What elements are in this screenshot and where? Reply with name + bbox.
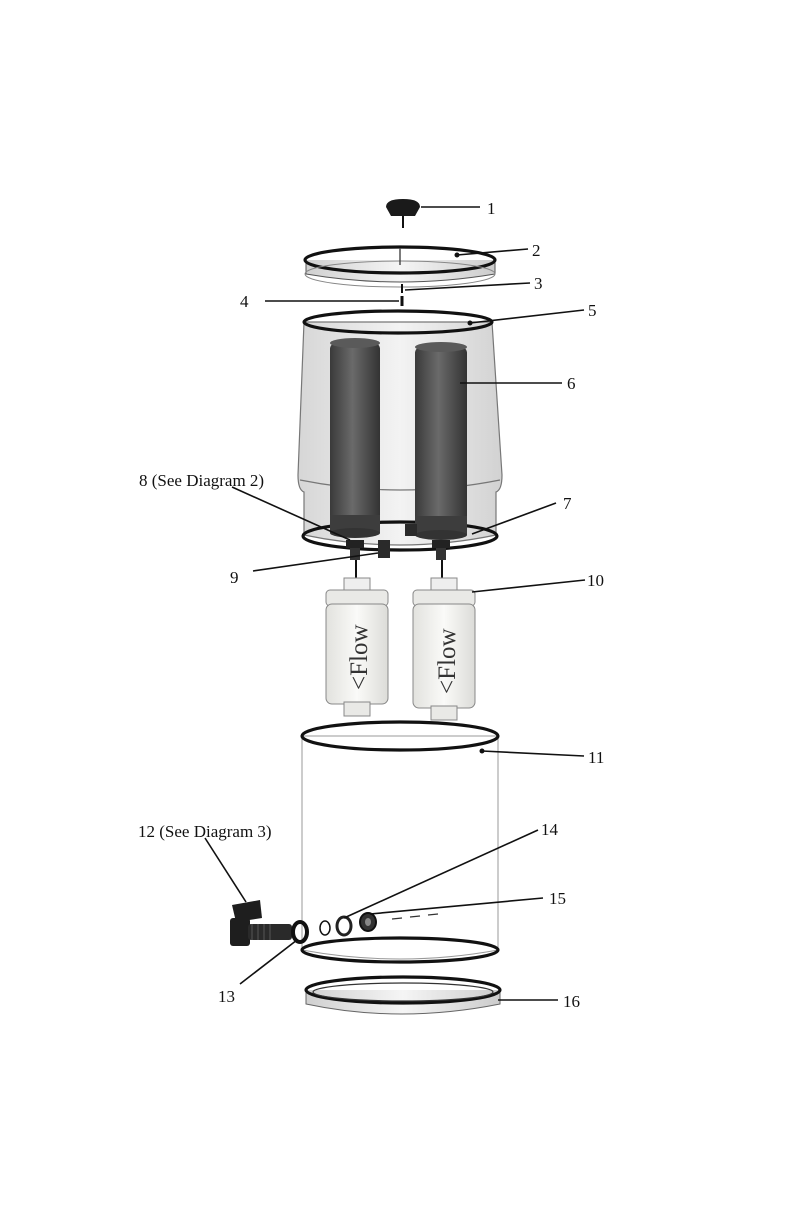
callout-1: 1 bbox=[487, 199, 496, 218]
part-lower-chamber bbox=[302, 722, 498, 962]
callout-13: 13 bbox=[218, 987, 235, 1006]
part-upper-chamber bbox=[298, 311, 502, 550]
part-cartridge-left: <Flow bbox=[326, 578, 388, 716]
part-knob bbox=[386, 199, 420, 228]
callout-10: 10 bbox=[587, 571, 604, 590]
flow-label-right: <Flow bbox=[434, 628, 461, 694]
callout-15: 15 bbox=[549, 889, 566, 908]
callout-8: 8 (See Diagram 2) bbox=[139, 471, 264, 490]
part-lid bbox=[305, 247, 495, 287]
callout-9: 9 bbox=[230, 568, 239, 587]
callout-11: 11 bbox=[588, 748, 604, 767]
callout-12: 12 (See Diagram 3) bbox=[138, 822, 272, 841]
callout-2: 2 bbox=[532, 241, 541, 260]
part-cartridge-right: <Flow bbox=[413, 578, 475, 720]
part-base-ring bbox=[306, 977, 500, 1014]
callout-4: 4 bbox=[240, 292, 249, 311]
callout-7: 7 bbox=[563, 494, 572, 513]
callout-14: 14 bbox=[541, 820, 559, 839]
callout-16: 16 bbox=[563, 992, 580, 1011]
callout-5: 5 bbox=[588, 301, 597, 320]
callout-3: 3 bbox=[534, 274, 543, 293]
flow-label-left: <Flow bbox=[346, 624, 373, 690]
part-filter-candle-right bbox=[415, 342, 467, 540]
part-filter-candle-left bbox=[330, 338, 380, 538]
callout-6: 6 bbox=[567, 374, 576, 393]
part-spigot bbox=[230, 900, 292, 946]
